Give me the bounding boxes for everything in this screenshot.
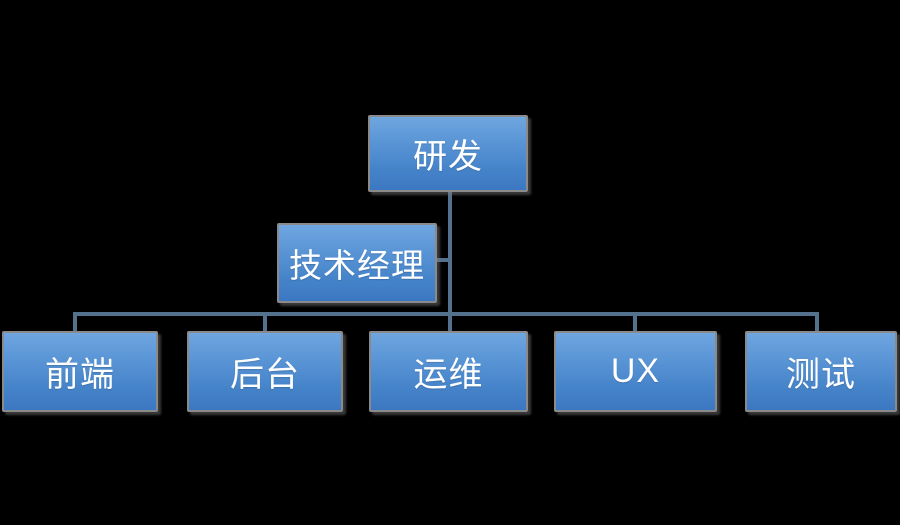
connector-drop-frontend [73,312,77,331]
node-assistant: 技术经理 [277,223,437,303]
node-child-test: 测试 [745,331,897,412]
connector-drop-backend [263,312,267,331]
node-child-frontend: 前端 [2,331,158,412]
node-child-test-label: 测试 [786,356,856,394]
node-child-ux-label: UX [610,352,661,390]
node-root-label: 研发 [413,138,483,176]
connector-children-horizontal [73,312,819,316]
connector-trunk-vertical [448,190,452,331]
node-child-ux: UX [554,331,717,412]
node-child-ops-label: 运维 [413,356,484,394]
node-root: 研发 [368,115,528,192]
node-child-ops: 运维 [369,331,528,412]
node-child-backend-label: 后台 [230,356,300,394]
node-child-frontend-label: 前端 [45,356,115,394]
connector-assistant-stub [435,258,450,262]
node-child-backend: 后台 [187,331,343,412]
connector-drop-test [815,312,819,331]
connector-drop-ux [633,312,637,331]
node-assistant-label: 技术经理 [289,247,425,284]
